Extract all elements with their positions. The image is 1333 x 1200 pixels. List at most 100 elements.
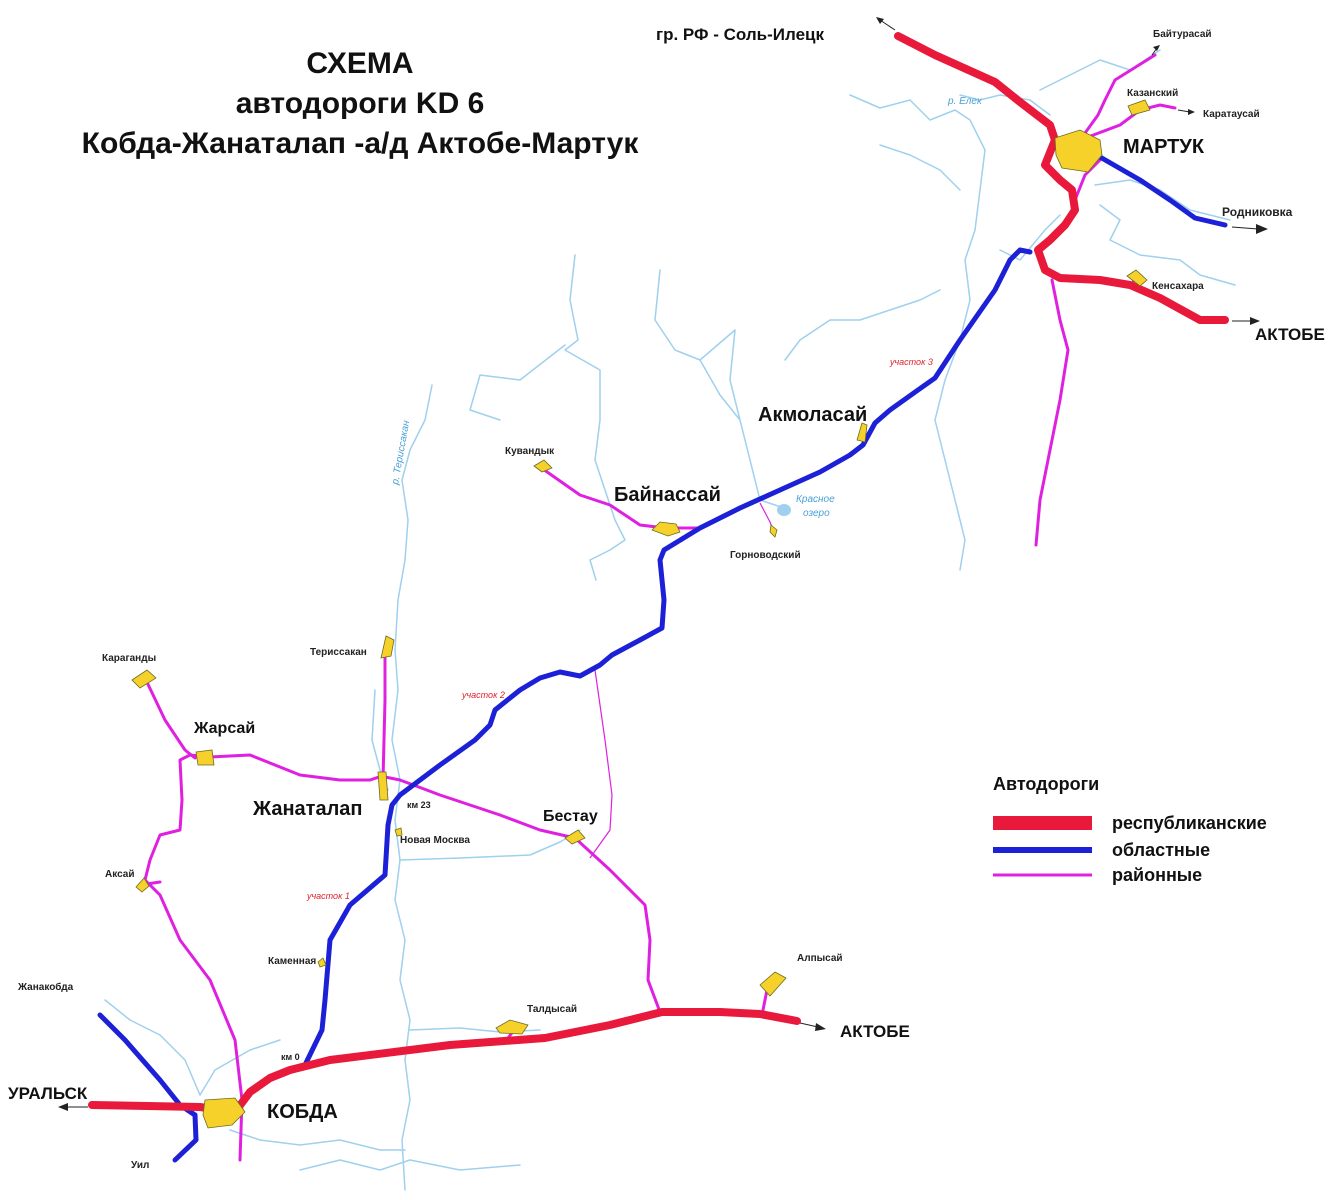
settlement-kensakhara	[1126, 269, 1148, 287]
arrow-sol-iletsk	[879, 19, 896, 31]
river-branch-south-low	[299, 1159, 521, 1171]
legend: Автодороги республиканские областные рай…	[993, 774, 1267, 885]
label-bainassai: Байнассай	[614, 484, 721, 506]
legend-label-district: районные	[1112, 865, 1202, 885]
republican-roads-layer	[88, 32, 1229, 1116]
settlement-karagandy	[131, 669, 157, 689]
direction-labels: УРАЛЬСК АКТОБЕ АКТОБЕ гр. РФ - Соль-Илец…	[8, 25, 1325, 1103]
district-road-kobda-west-loop	[143, 753, 387, 1162]
arrow-rodnikovka	[1231, 226, 1259, 230]
title-line-2: автодороги KD 6	[236, 87, 485, 120]
label-kobda: КОБДА	[267, 1101, 338, 1123]
label-river-elek: р. Елек	[947, 96, 983, 107]
title-line-3: Кобда-Жанаталап -а/д Актобе-Мартук	[82, 127, 640, 160]
label-aksai: Аксай	[105, 869, 135, 880]
river-martuk-south	[999, 214, 1061, 261]
settlement-kamennaya	[317, 957, 327, 968]
regional-road-kd6	[302, 247, 1033, 1068]
arrowhead-rodnikovka	[1256, 224, 1268, 234]
settlement-zharsai	[195, 749, 215, 766]
label-gornovodskiy: Горноводский	[730, 550, 801, 561]
settlement-gornovodskiy	[769, 524, 778, 538]
village-labels: Байтурасай Казанский Каратаусай Кенсахар…	[17, 29, 1260, 1171]
label-karagandy: Караганды	[102, 653, 156, 664]
river-branch-kobda-north	[199, 1039, 281, 1096]
river-bainassai	[564, 254, 626, 581]
settlement-aksai	[135, 877, 150, 893]
label-kuvandyk: Кувандык	[505, 446, 555, 457]
arrowhead-uralsk	[58, 1103, 68, 1111]
district-road-martuk-long-south	[1034, 278, 1070, 547]
label-section-3: участок 3	[889, 357, 933, 367]
legend-label-regional: областные	[1112, 840, 1210, 860]
direction-arrows	[58, 17, 1268, 1111]
label-lake-krasnoe: Красное озеро	[796, 494, 837, 519]
label-kazanskiy: Казанский	[1127, 88, 1178, 99]
label-uralsk: УРАЛЬСК	[8, 1084, 88, 1103]
legend-title: Автодороги	[993, 774, 1099, 794]
regional-road-zhanakobda	[97, 1012, 198, 1118]
label-kensakhara: Кенсахара	[1152, 281, 1204, 292]
arrowhead-aktobe-north	[1250, 317, 1260, 325]
river-elek-west	[879, 144, 961, 191]
arrowhead-aktobe-south	[815, 1023, 826, 1031]
arrowhead-karataysai	[1188, 109, 1195, 115]
river-branch-kobda-west	[104, 999, 201, 1096]
arrowhead-baiturasai	[1153, 45, 1160, 51]
legend-label-republican: республиканские	[1112, 813, 1267, 833]
river-elek	[849, 94, 986, 571]
label-martuk: МАРТУК	[1123, 136, 1205, 158]
label-alpysai: Алпысай	[797, 953, 843, 964]
district-road-terissakan	[381, 648, 387, 782]
settlements-layer	[131, 99, 1151, 1129]
settlement-kobda	[202, 1097, 246, 1129]
label-lake-line-1: Красное	[796, 494, 835, 505]
label-sol-iletsk: гр. РФ - Соль-Илецк	[656, 25, 824, 44]
city-labels: КОБДА МАРТУК Жанаталап Байнассай Акмолас…	[193, 136, 1205, 1123]
settlement-taldysai	[495, 1019, 529, 1035]
settlement-bestau	[564, 829, 586, 845]
rivers-layer	[104, 49, 1236, 1191]
label-kamennaya: Каменная	[268, 956, 316, 967]
district-road-bestau-loop	[383, 775, 662, 1014]
label-section-2: участок 2	[461, 690, 505, 700]
arrowhead-sol-iletsk	[876, 17, 884, 24]
label-aktobe-south: АКТОБЕ	[840, 1022, 910, 1041]
section-markers: км 0 км 23 участок 1 участок 2 участок 3	[281, 357, 933, 1062]
label-km0: км 0	[281, 1052, 300, 1062]
label-section-1: участок 1	[306, 891, 350, 901]
settlement-kuvandyk	[533, 459, 553, 473]
regional-road-uil	[172, 1112, 199, 1163]
district-road-thin-bestau	[589, 669, 613, 859]
label-bestau: Бестау	[543, 808, 598, 825]
label-zhanatalap: Жанаталап	[252, 798, 362, 820]
label-km23: км 23	[407, 800, 431, 810]
regional-road-rodnikovka	[1097, 154, 1228, 228]
label-akmolasai: Акмоласай	[758, 404, 867, 426]
settlement-terissakan	[380, 635, 395, 659]
district-roads-layer	[138, 53, 1177, 1162]
river-branch-kobda-south	[229, 1129, 406, 1151]
label-taldysai: Талдысай	[527, 1004, 577, 1015]
arrow-aktobe-south	[799, 1022, 819, 1028]
label-uil: Уил	[131, 1160, 149, 1171]
district-road-martuk-south	[1073, 158, 1102, 202]
title-line-1: СХЕМА	[306, 47, 413, 80]
label-terissakan: Териссакан	[310, 647, 367, 658]
settlement-alpysai	[759, 971, 787, 997]
river-bainassai-east	[654, 269, 741, 421]
river-martuk-east	[1094, 179, 1231, 221]
settlement-martuk	[1054, 129, 1103, 173]
river-bainassai-east2	[699, 359, 761, 501]
label-zharsai: Жарсай	[193, 720, 255, 737]
river-bainassai-west	[469, 344, 566, 421]
label-zhanakobda: Жанакобда	[17, 981, 74, 993]
district-road-baiturasai	[1078, 53, 1157, 142]
settlement-akmolasai	[856, 422, 868, 443]
settlement-novaya-moskva	[394, 827, 403, 837]
label-baiturasai: Байтурасай	[1153, 29, 1212, 40]
river-martuk-east2	[1099, 204, 1236, 286]
district-road-karagandy	[143, 676, 197, 760]
